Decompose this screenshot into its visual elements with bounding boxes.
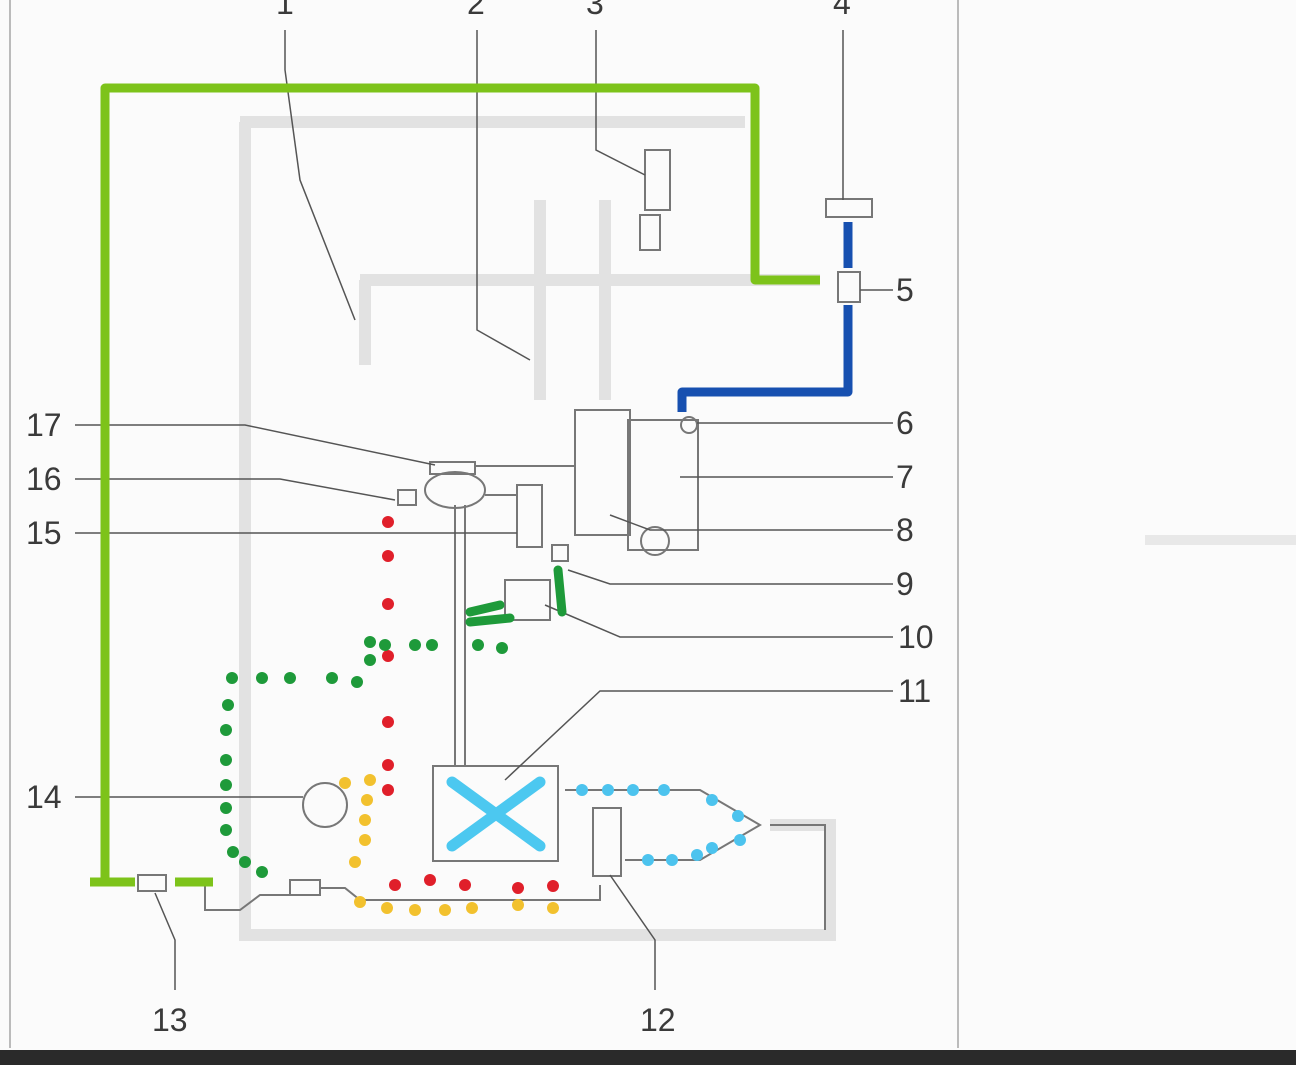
- label-7: 7: [896, 459, 914, 495]
- label-15: 15: [26, 515, 62, 551]
- hose-dot: [706, 842, 718, 854]
- component-11: [432, 765, 559, 862]
- hose-dot: [364, 774, 376, 786]
- hose-dot: [466, 902, 478, 914]
- hose-dot: [496, 642, 508, 654]
- hose-dot: [359, 834, 371, 846]
- component-13: [137, 874, 167, 892]
- hose-dot: [379, 639, 391, 651]
- label-3: 3: [586, 0, 604, 21]
- hose-dot: [439, 904, 451, 916]
- green-hose: [100, 83, 820, 880]
- cross-mark-icon: [446, 776, 546, 852]
- component-7-block: [574, 409, 631, 536]
- hose-dot: [602, 784, 614, 796]
- hose-dot: [547, 880, 559, 892]
- leader-lines: [75, 30, 893, 990]
- hose-dot: [349, 856, 361, 868]
- hose-dot: [658, 784, 670, 796]
- component-8: [640, 526, 670, 556]
- hose-dot: [220, 779, 232, 791]
- hose-dot: [354, 896, 366, 908]
- hose-dot: [734, 834, 746, 846]
- label-6: 6: [896, 405, 914, 441]
- hose-dot: [284, 672, 296, 684]
- hose-dot: [227, 846, 239, 858]
- hose-dot: [364, 636, 376, 648]
- hose-dot: [426, 639, 438, 651]
- component-14: [302, 782, 348, 828]
- component-17-top: [429, 461, 476, 475]
- hose-dot: [512, 899, 524, 911]
- hose-dot: [239, 856, 251, 868]
- label-2: 2: [467, 0, 485, 21]
- hose-dot: [382, 759, 394, 771]
- hose-dot: [732, 810, 744, 822]
- component-3: [644, 149, 671, 211]
- hose-dot: [382, 516, 394, 528]
- hose-dot: [547, 902, 559, 914]
- hose-dots: [220, 516, 746, 916]
- hose-dot: [382, 598, 394, 610]
- label-4: 4: [833, 0, 851, 21]
- hose-dot: [409, 639, 421, 651]
- component-10: [504, 579, 551, 621]
- hose-dot: [691, 849, 703, 861]
- hose-dot: [642, 854, 654, 866]
- component-4: [825, 198, 873, 218]
- hose-dot: [220, 824, 232, 836]
- hose-dot: [382, 650, 394, 662]
- hose-dot: [576, 784, 588, 796]
- hose-dot: [389, 879, 401, 891]
- bottom-bar: [0, 1050, 1296, 1065]
- hose-dot: [706, 794, 718, 806]
- hose-dot: [361, 794, 373, 806]
- label-13: 13: [152, 1002, 188, 1038]
- hose-dot: [382, 550, 394, 562]
- component-9: [551, 544, 569, 562]
- hose-dot: [256, 672, 268, 684]
- component-12: [592, 807, 622, 877]
- hose-dot: [364, 654, 376, 666]
- label-12: 12: [640, 1002, 676, 1038]
- hose-dot: [351, 676, 363, 688]
- hose-dot: [627, 784, 639, 796]
- hose-dot: [666, 854, 678, 866]
- label-1: 1: [276, 0, 294, 21]
- hose-dot: [326, 672, 338, 684]
- hose-dot: [339, 777, 351, 789]
- label-9: 9: [896, 566, 914, 602]
- label-14: 14: [26, 779, 62, 815]
- hose-dot: [222, 699, 234, 711]
- component-7: [627, 419, 699, 551]
- hose-dot: [409, 904, 421, 916]
- hose-dot: [256, 866, 268, 878]
- hose-dot: [382, 716, 394, 728]
- label-5: 5: [896, 272, 914, 308]
- green-hose-short: [465, 565, 567, 627]
- hose-dot: [220, 724, 232, 736]
- component-5: [837, 271, 861, 303]
- component-15: [516, 484, 543, 548]
- label-10: 10: [898, 619, 934, 655]
- component-16: [397, 489, 417, 506]
- label-17: 17: [26, 407, 62, 443]
- hose-dot: [359, 814, 371, 826]
- hose-dot: [382, 784, 394, 796]
- blue-hose: [677, 222, 853, 412]
- smudge: [1145, 535, 1296, 545]
- label-16: 16: [26, 461, 62, 497]
- label-8: 8: [896, 512, 914, 548]
- hose-dot: [226, 672, 238, 684]
- hose-dot: [220, 754, 232, 766]
- hose-dot: [381, 902, 393, 914]
- hose-dot: [424, 874, 436, 886]
- hose-dot: [512, 882, 524, 894]
- component-3-base: [639, 214, 661, 251]
- hose-dot: [459, 879, 471, 891]
- hose-dot: [220, 802, 232, 814]
- hose-dot: [472, 639, 484, 651]
- label-11: 11: [898, 673, 931, 709]
